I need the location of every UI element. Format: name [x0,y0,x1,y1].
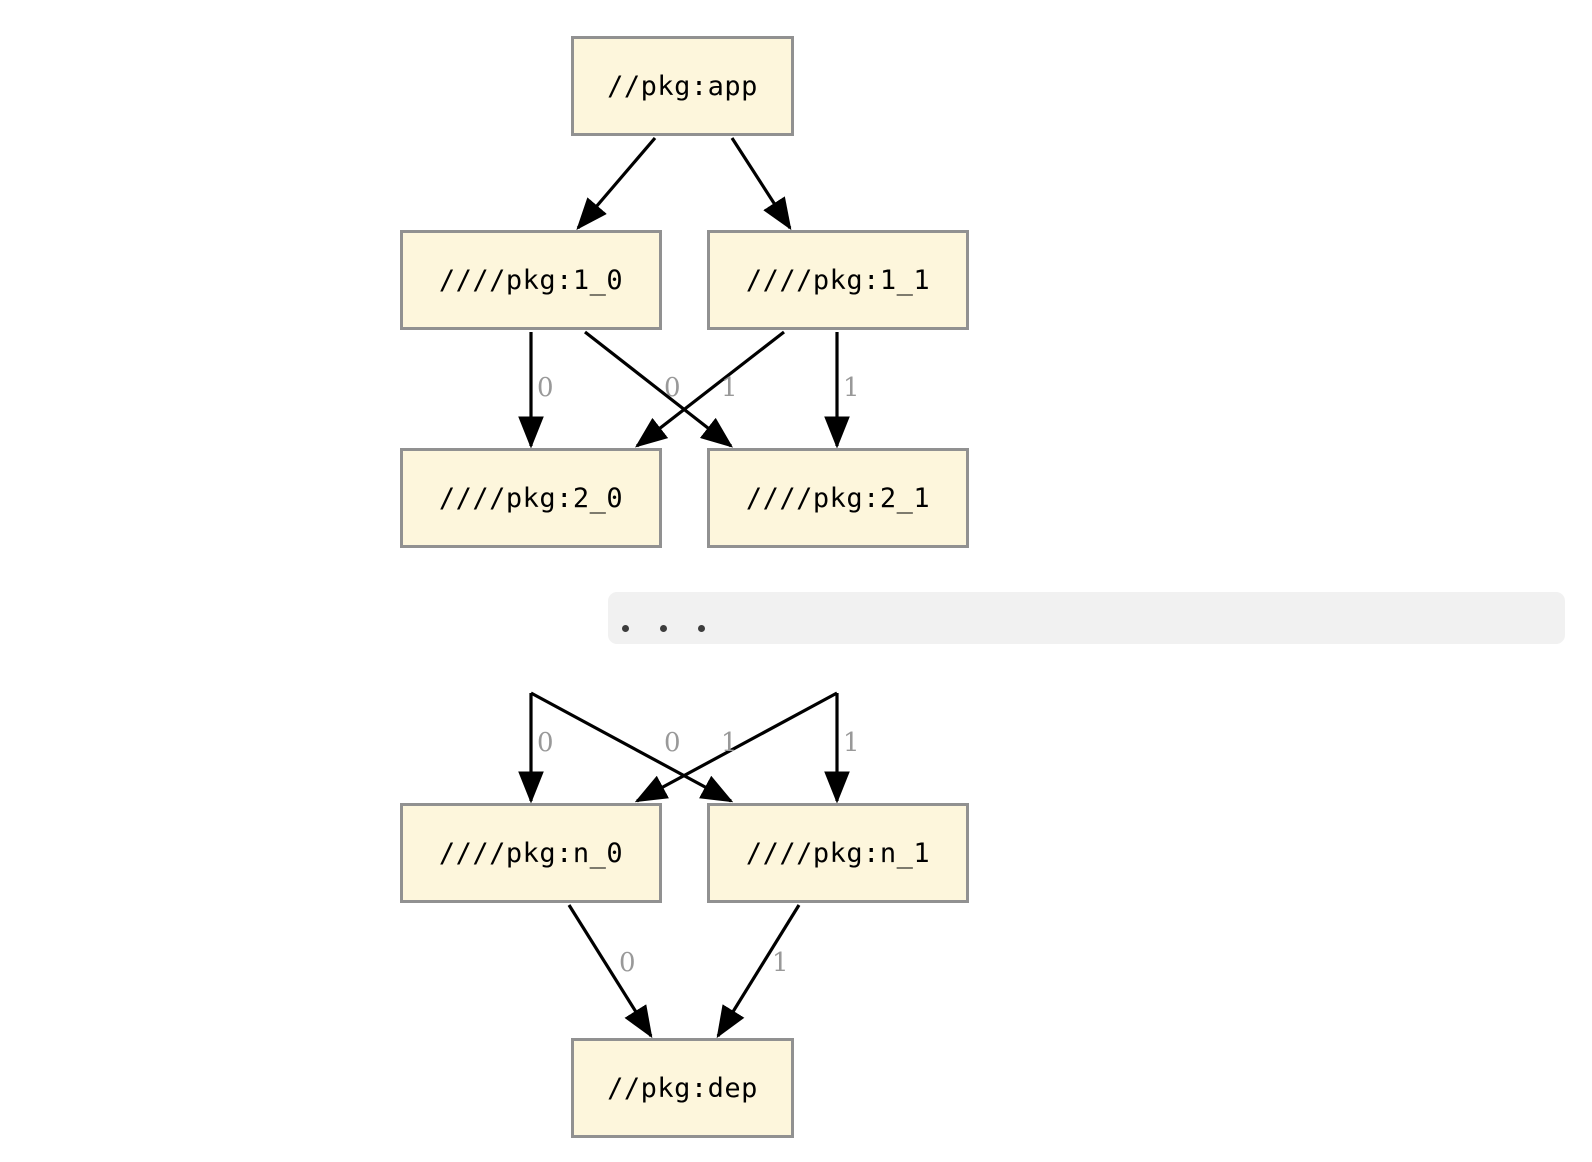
graph-node-ln_1[interactable]: ////pkg:n_1 [707,803,969,903]
graph-edge-label: 1 [772,948,789,978]
graph-node-l1_1[interactable]: ////pkg:1_1 [707,230,969,330]
graph-edge-label: 1 [721,728,738,758]
graph-edge-l1_1-to-l2_0 [634,330,785,448]
graph-node-ln_0[interactable]: ////pkg:n_0 [400,803,662,903]
graph-edge-label: 1 [843,373,860,403]
graph-node-l2_1[interactable]: ////pkg:2_1 [707,448,969,548]
graph-node-label: //pkg:app [607,70,758,102]
ellipsis-dot [660,624,667,632]
graph-node-label: ////pkg:1_1 [745,264,931,296]
ellipsis-dots [622,624,736,632]
graph-edge-app-to-l1_1 [730,137,792,231]
edge-lines [518,136,850,1039]
graph-node-label: ////pkg:n_1 [745,837,931,869]
graph-edge-elided-to-ln_0 [634,691,838,803]
graph-edge-ln_1-to-dep [716,904,801,1039]
graph-edge-label: 1 [721,373,738,403]
graph-node-label: ////pkg:n_0 [438,837,624,869]
elided-section-band [608,592,1565,644]
graph-edge-l1_0-to-l2_1 [584,330,734,448]
graph-edge-label: 0 [664,728,681,758]
graph-edge-label: 0 [537,728,554,758]
graph-node-dep[interactable]: //pkg:dep [571,1038,794,1138]
graph-edge-ln_0-to-dep [567,904,653,1039]
graph-edge-label: 0 [619,948,636,978]
ellipsis-dot [698,624,705,632]
graph-node-l2_0[interactable]: ////pkg:2_0 [400,448,662,548]
graph-edge-app-to-l1_0 [576,136,657,230]
ellipsis-dot [622,624,629,632]
graph-node-app[interactable]: //pkg:app [571,36,794,136]
graph-node-label: ////pkg:1_0 [438,264,624,296]
graph-edge-label: 0 [664,373,681,403]
graph-node-label: ////pkg:2_1 [745,482,931,514]
graph-edge-elided-to-ln_1 [530,691,734,803]
graph-edge-label: 0 [537,373,554,403]
graph-edge-label: 1 [843,728,860,758]
graph-node-l1_0[interactable]: ////pkg:1_0 [400,230,662,330]
graph-node-label: ////pkg:2_0 [438,482,624,514]
graph-node-label: //pkg:dep [607,1072,758,1104]
